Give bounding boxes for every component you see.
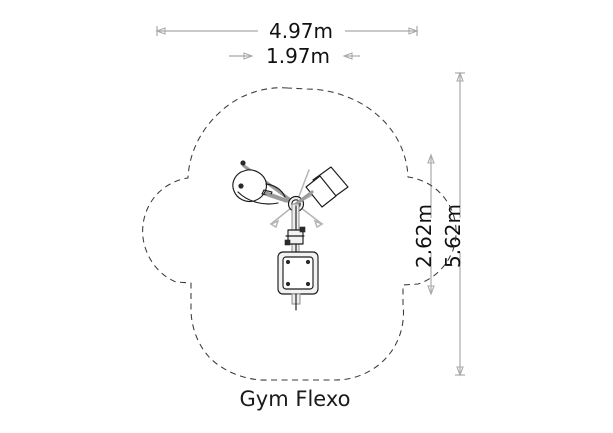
left-handle-knob-lower: [238, 183, 244, 189]
drawing-caption: Gym Flexo: [240, 387, 351, 411]
dimension-width-total-label: 4.97m: [269, 19, 333, 43]
arrow-down-total-icon: [456, 366, 464, 377]
left-handle-knob-upper: [240, 160, 246, 166]
arrow-down-icon: [427, 285, 435, 296]
dimension-width-inner: 1.97m: [229, 44, 360, 68]
mid-bracket-body: [287, 229, 304, 245]
arrow-inward-left-icon: [243, 52, 254, 60]
arrow-up-total-icon: [456, 71, 464, 82]
equipment-lower-platform: [277, 251, 319, 311]
equipment-right-seat: [294, 166, 349, 208]
left-seat-body: [232, 169, 268, 203]
safety-zone-outline: [142, 87, 457, 381]
dimension-height-total: 5.62m: [441, 71, 465, 377]
rotor-arrow-lower-left-icon: [269, 219, 280, 229]
left-seat-arm-connector: [266, 193, 288, 203]
arrow-left-icon: [155, 27, 166, 35]
arrow-inward-right-icon: [342, 52, 353, 60]
right-seat-arm-connector: [294, 190, 314, 206]
dimension-height-inner-label: 2.62m: [412, 204, 436, 268]
arrow-up-icon: [427, 153, 435, 164]
rotor-arrow-lower-right-icon: [313, 219, 324, 229]
platform-bolt-top-right: [305, 259, 311, 265]
dimension-height-inner: 2.62m: [412, 153, 436, 296]
platform-bolt-top-left: [285, 259, 291, 265]
dimension-width-inner-label: 1.97m: [266, 44, 330, 68]
equipment-assembly: [232, 160, 349, 311]
dimension-width-total: 4.97m: [155, 19, 419, 43]
equipment-left-seat: [232, 160, 288, 205]
dimension-height-total-label: 5.62m: [441, 204, 465, 268]
platform-bolt-bottom-left: [285, 281, 291, 287]
mid-bracket-bolt-right: [299, 226, 306, 233]
lower-platform-inner: [282, 256, 314, 290]
equipment-mid-bracket: [284, 226, 306, 246]
arrow-right-icon: [408, 27, 419, 35]
right-seat-panel-inner: [305, 175, 337, 208]
mid-bracket-bolt-left: [284, 239, 291, 246]
left-seat-link-lower: [237, 191, 279, 205]
left-seat-link-upper: [265, 183, 286, 198]
platform-bolt-bottom-right: [305, 281, 311, 287]
